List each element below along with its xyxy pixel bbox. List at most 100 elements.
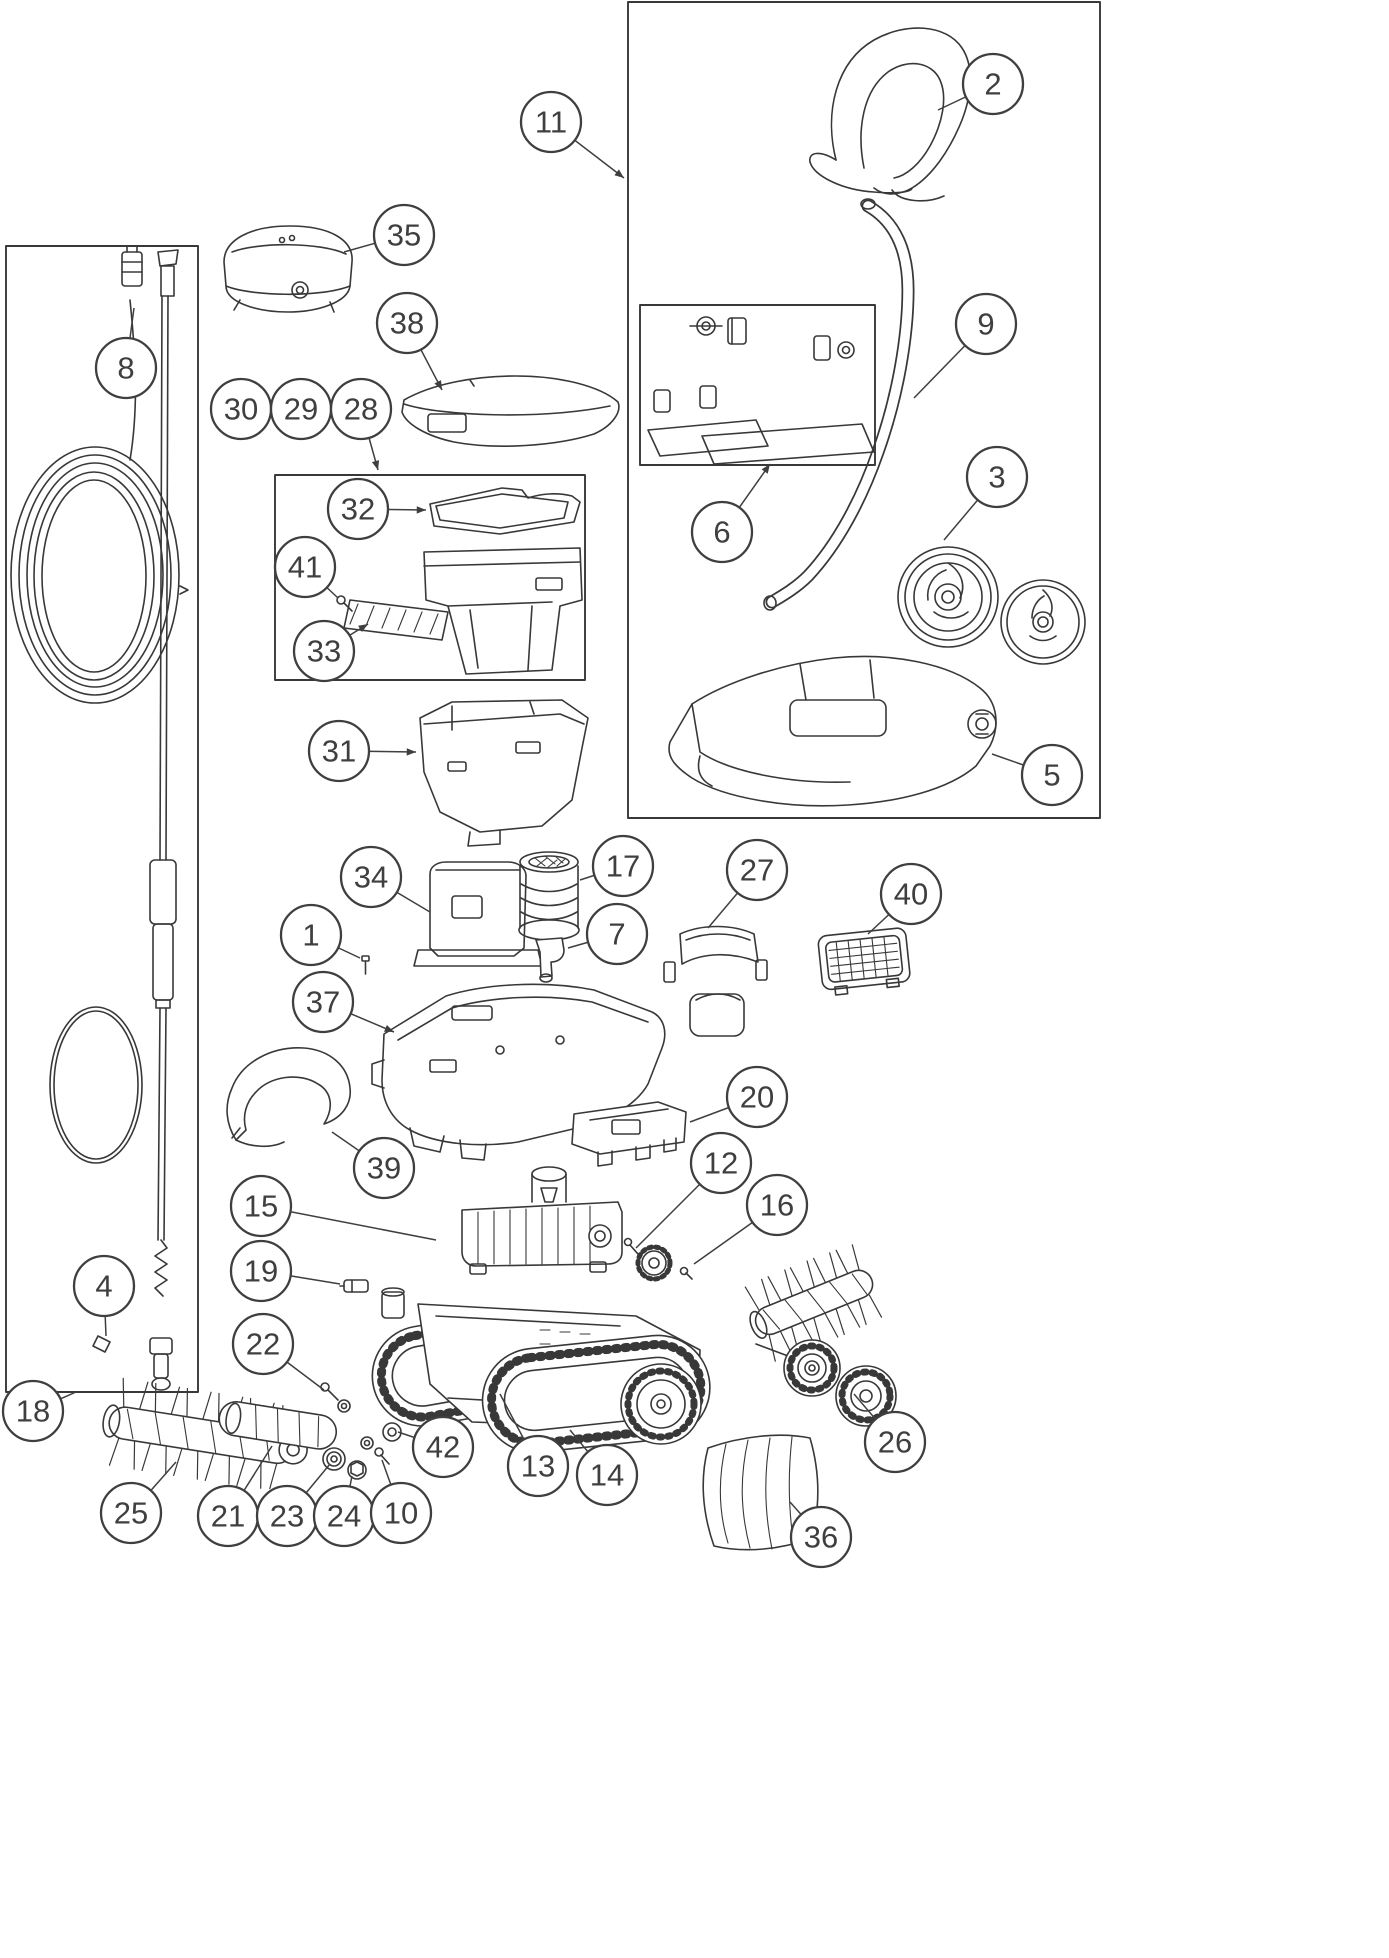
- callout-number: 40: [894, 877, 928, 912]
- callout-circle: [689, 1131, 753, 1195]
- front-handle-part: [226, 1047, 351, 1148]
- callout-14: 14: [569, 1429, 639, 1507]
- callout-18: 18: [1, 1379, 77, 1443]
- callout-number: 39: [367, 1151, 401, 1186]
- screen-screw: [336, 595, 353, 612]
- parts-layer: [5, 1, 1101, 1551]
- leader-arrowhead: [434, 380, 442, 390]
- callout-25: 25: [99, 1461, 177, 1545]
- callout-circle: [369, 1481, 433, 1545]
- wheel-small-part: [1000, 579, 1086, 665]
- callout-number: 32: [341, 492, 375, 527]
- callout-circle: [745, 1173, 809, 1237]
- callout-number: 13: [521, 1449, 555, 1484]
- callout-circle: [326, 477, 390, 541]
- cable-plug: [121, 245, 143, 287]
- washer-part-42: [382, 1422, 402, 1442]
- callout-circle: [279, 903, 343, 967]
- motor-gearbox-part: [461, 1166, 623, 1275]
- callout-number: 19: [244, 1254, 278, 1289]
- callout-31: 31: [307, 719, 417, 783]
- floating-cable-assembly: [10, 245, 189, 1391]
- debris-basket-part: [419, 699, 589, 847]
- callout-circle: [307, 719, 371, 783]
- callout-number: 38: [390, 306, 424, 341]
- callout-12: 12: [635, 1131, 753, 1249]
- callout-35: 35: [343, 203, 436, 267]
- filter-tray-part: [429, 487, 581, 535]
- callout-33: 33: [292, 619, 369, 683]
- roller-tube-part: [218, 1401, 338, 1450]
- handle-tube-part: [763, 198, 915, 611]
- mounting-plate-part: [571, 1101, 687, 1167]
- callout-number: 31: [322, 734, 356, 769]
- nut-part-24: [347, 1460, 367, 1480]
- side-panel-part: [413, 861, 543, 967]
- power-supply-part: [223, 225, 353, 313]
- callout-circle: [690, 500, 754, 564]
- callout-number: 9: [977, 307, 994, 342]
- callout-36: 36: [789, 1501, 853, 1569]
- callout-circle: [291, 970, 355, 1034]
- swivel-connector-top: [157, 249, 179, 297]
- callout-number: 25: [114, 1496, 148, 1531]
- latch-kit-parts: [663, 925, 768, 1037]
- callout-circle: [411, 1415, 475, 1479]
- callout-circle: [1, 1379, 65, 1443]
- callout-number: 20: [740, 1080, 774, 1115]
- callout-circle: [725, 838, 789, 902]
- callout-circle: [1020, 743, 1084, 807]
- callout-6: 6: [690, 463, 771, 564]
- callout-number: 4: [95, 1269, 112, 1304]
- leader-arrowhead: [358, 624, 368, 632]
- float-valve-part: [518, 851, 580, 941]
- leader-arrowhead: [371, 460, 380, 470]
- callout-number: 12: [704, 1146, 738, 1181]
- callout-circle: [99, 1481, 163, 1545]
- callout-circle: [506, 1434, 570, 1498]
- callout-number: 35: [387, 218, 421, 253]
- filter-assembly-box: [274, 474, 586, 681]
- callout-number: 30: [224, 392, 258, 427]
- callout-number: 18: [16, 1394, 50, 1429]
- callout-circle: [789, 1505, 853, 1569]
- callout-circle: [94, 336, 158, 400]
- callout-circle: [72, 1254, 136, 1318]
- callout-circle: [229, 1239, 293, 1303]
- callout-number: 15: [244, 1189, 278, 1224]
- callout-9: 9: [913, 292, 1018, 399]
- callout-13: 13: [499, 1393, 570, 1498]
- callout-number: 26: [878, 1425, 912, 1460]
- callout-40: 40: [867, 862, 943, 935]
- callout-number: 11: [535, 105, 567, 140]
- screw-part-10: [374, 1447, 390, 1465]
- callout-circle: [961, 52, 1025, 116]
- squeegee-ramp-part: [702, 1434, 819, 1551]
- callout-number: 3: [988, 460, 1005, 495]
- main-body-part: [371, 983, 666, 1161]
- callout-circle: [375, 291, 439, 355]
- callout-11: 11: [519, 90, 625, 179]
- callout-number: 36: [804, 1520, 838, 1555]
- callout-8: 8: [94, 307, 158, 400]
- hardware-kit-box: [639, 304, 876, 466]
- filter-housing-part: [423, 547, 583, 675]
- callout-number: 6: [713, 515, 730, 550]
- callout-3: 3: [943, 445, 1029, 541]
- intake-grille-part: [817, 927, 911, 996]
- leader-arrowhead: [761, 464, 770, 474]
- callout-number: 8: [117, 351, 134, 386]
- leader-arrowhead: [406, 748, 416, 756]
- small-gear-part: [635, 1244, 693, 1282]
- callout-30: 30: [209, 377, 273, 441]
- callout-39: 39: [331, 1131, 416, 1200]
- callout-15: 15: [229, 1174, 437, 1241]
- callout-22: 22: [231, 1312, 325, 1391]
- callout-26: 26: [853, 1393, 927, 1474]
- callout-circle: [352, 1136, 416, 1200]
- leader-arrowhead: [416, 506, 426, 514]
- callout-number: 41: [288, 550, 322, 585]
- callout-4: 4: [72, 1254, 136, 1337]
